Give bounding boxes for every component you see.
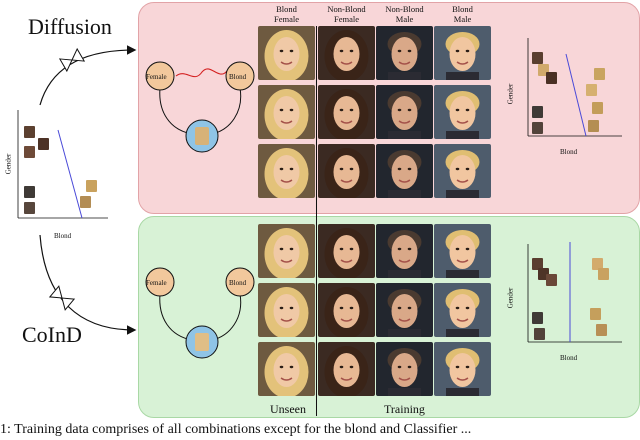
coind-title: CoInD	[22, 322, 82, 347]
node-female	[145, 61, 175, 91]
diffusion-scatter-axes	[527, 38, 622, 137]
face-image-nonblond-male	[376, 283, 433, 337]
unseen-label: Unseen	[270, 402, 306, 416]
face-thumb	[590, 308, 601, 320]
face-thumb	[596, 324, 607, 336]
face-thumb	[592, 258, 603, 270]
node-image-face	[195, 333, 209, 351]
face-image-nonblond-male	[376, 26, 433, 80]
node-blond	[225, 61, 255, 91]
face-thumb	[534, 328, 545, 340]
face-thumb	[546, 72, 557, 84]
face-image-blond-female	[258, 283, 315, 337]
face-image-blond-female	[258, 342, 315, 396]
graph-node-female-label: Female	[146, 279, 167, 287]
face-thumb	[588, 120, 599, 132]
face-thumb	[538, 268, 549, 280]
face-thumb	[80, 196, 91, 208]
coind-plot-ylabel: Gender	[506, 287, 515, 309]
face-thumb	[86, 180, 97, 192]
face-thumb	[38, 138, 49, 150]
base-plot-ylabel: Gender	[4, 153, 13, 175]
diffusion-causal-graph	[145, 61, 255, 153]
face-image-blond-male	[434, 224, 491, 278]
face-thumb	[24, 126, 35, 138]
face-image-nonblond-female	[318, 283, 375, 337]
face-image-blond-male	[434, 342, 491, 396]
diffusion-scatter-plot	[510, 34, 628, 146]
training-label: Training	[384, 402, 425, 416]
figure-caption: 1: Training data comprises of all combin…	[0, 422, 472, 437]
face-image-blond-female	[258, 85, 315, 139]
face-image-nonblond-male	[376, 342, 433, 396]
face-thumb	[546, 274, 557, 286]
face-image-blond-male	[434, 144, 491, 198]
face-image-nonblond-female	[318, 85, 375, 139]
graph-node-female-label: Female	[146, 73, 167, 81]
face-image-nonblond-female	[318, 26, 375, 80]
diffusion-plot-ylabel: Gender	[506, 83, 515, 105]
unseen-training-divider	[316, 26, 317, 416]
face-image-nonblond-male	[376, 144, 433, 198]
face-image-blond-male	[434, 85, 491, 139]
face-thumb	[532, 106, 543, 118]
face-thumb	[24, 186, 35, 198]
face-thumb	[24, 146, 35, 158]
face-image-nonblond-female	[318, 144, 375, 198]
graph-node-blond-label: Blond	[229, 279, 247, 287]
coind-plot-xlabel: Blond	[560, 354, 578, 362]
diffusion-title: Diffusion	[28, 14, 112, 39]
face-thumb	[24, 202, 35, 214]
face-image-blond-male	[434, 26, 491, 80]
base-scatter-plot	[10, 108, 110, 228]
face-thumb	[586, 84, 597, 96]
face-thumb	[532, 122, 543, 134]
coind-causal-graph	[145, 267, 255, 359]
face-image-nonblond-male	[376, 85, 433, 139]
face-image-blond-male	[434, 283, 491, 337]
face-thumb	[594, 68, 605, 80]
face-thumb	[532, 52, 543, 64]
node-image-face	[195, 127, 209, 145]
coind-scatter-axes	[527, 242, 622, 343]
face-thumb	[592, 102, 603, 114]
base-plot-xlabel: Blond	[54, 232, 72, 240]
face-thumb	[532, 312, 543, 324]
coind-scatter-plot	[510, 240, 628, 352]
face-image-blond-female	[258, 144, 315, 198]
face-image-blond-female	[258, 224, 315, 278]
face-image-blond-female	[258, 26, 315, 80]
face-thumb	[538, 64, 549, 76]
base-scatter-axes	[17, 110, 108, 219]
graph-node-blond-label: Blond	[229, 73, 247, 81]
flow-arrows	[39, 45, 137, 335]
node-blond	[225, 267, 255, 297]
face-thumb	[532, 258, 543, 270]
node-female	[145, 267, 175, 297]
face-thumb	[598, 268, 609, 280]
face-image-nonblond-male	[376, 224, 433, 278]
face-image-nonblond-female	[318, 342, 375, 396]
diffusion-plot-xlabel: Blond	[560, 148, 578, 156]
face-image-nonblond-female	[318, 224, 375, 278]
